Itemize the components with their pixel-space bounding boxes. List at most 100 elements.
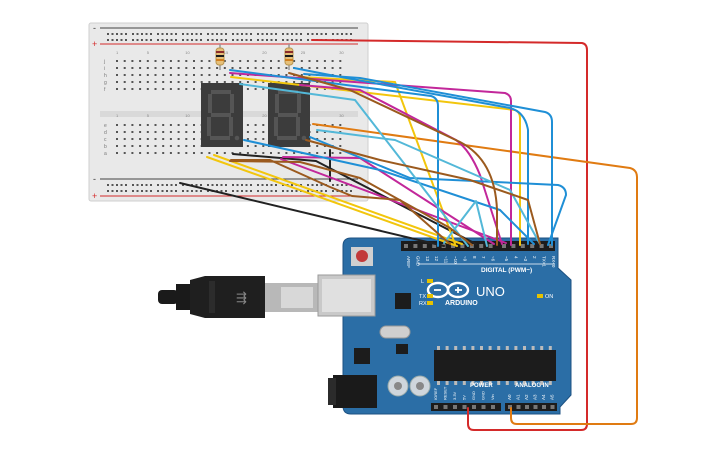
analog-pin-hole[interactable] [516, 405, 521, 409]
wire-black-1[interactable] [179, 182, 445, 247]
terminal-hole [193, 74, 195, 76]
digital-pin-hole[interactable] [479, 244, 484, 248]
power-pin-hole[interactable] [443, 405, 448, 409]
analog-pin-hole[interactable] [550, 405, 555, 409]
terminal-hole [270, 60, 272, 62]
digital-pin-hole[interactable] [502, 244, 506, 248]
chip-pin [548, 381, 552, 385]
digital-pin-hole[interactable] [488, 244, 493, 248]
analog-pin-hole[interactable] [542, 405, 546, 409]
power-pin-hole[interactable] [453, 405, 457, 409]
wire-orange-gnd[interactable] [312, 123, 638, 425]
terminal-hole [139, 138, 142, 140]
rail-hole [200, 190, 202, 192]
resistor-1[interactable] [215, 44, 225, 70]
terminal-hole [131, 81, 134, 83]
wire-blue-4[interactable] [309, 136, 567, 246]
terminal-hole [216, 81, 219, 83]
terminal-hole [193, 131, 195, 133]
digital-pin-hole[interactable] [549, 244, 553, 248]
rail-hole [191, 33, 193, 35]
rail-hole [220, 39, 223, 41]
rail-hole [275, 184, 277, 186]
digital-pin-hole[interactable] [511, 244, 516, 248]
wire-yellow-2[interactable] [213, 154, 463, 245]
rail-hole [236, 39, 239, 41]
analog-pin-hole[interactable] [525, 405, 529, 409]
wire-yellow-4[interactable] [298, 76, 456, 245]
digital-pin-hole[interactable] [539, 244, 544, 248]
terminal-hole [239, 74, 242, 76]
resistor-2[interactable] [284, 44, 294, 70]
rail-hole [207, 33, 209, 35]
digital-pin-label: 12 [434, 256, 439, 262]
wire-brown-1[interactable] [229, 160, 473, 246]
wire-blue-1[interactable] [229, 69, 439, 247]
wire-brown-3[interactable] [288, 72, 498, 246]
chip-pin [505, 381, 509, 385]
wire-brown-2[interactable] [305, 139, 541, 245]
rail-hole [207, 190, 209, 192]
digital-pin-hole[interactable] [460, 244, 465, 248]
digital-pin-hole[interactable] [451, 244, 455, 248]
column-number: 10 [185, 113, 190, 118]
wire-red-5v[interactable] [311, 39, 588, 431]
digital-pin-hole[interactable] [413, 244, 418, 248]
digital-pin-hole[interactable] [432, 244, 437, 248]
wire-blue-2[interactable] [293, 67, 529, 245]
analog-pin-hole[interactable] [533, 405, 538, 409]
rail-hole [316, 184, 318, 186]
wire-pink-1[interactable] [229, 72, 512, 246]
wire-blue-5[interactable] [243, 139, 535, 245]
digital-pin-label: ~9 [462, 256, 467, 262]
rail-hole [245, 39, 248, 41]
wire-yellow-1[interactable] [206, 156, 458, 247]
digital-pin-hole[interactable] [469, 244, 474, 248]
terminal-hole [308, 67, 311, 69]
digital-pin-hole[interactable] [422, 244, 427, 248]
terminal-hole [339, 67, 342, 69]
usb-cable[interactable]: ⇶ [158, 276, 320, 318]
analog-pin-hole[interactable] [508, 405, 512, 409]
column-number: 25 [301, 50, 306, 55]
wire-black-2[interactable] [232, 153, 477, 245]
terminal-hole [254, 124, 257, 126]
rail-hole [132, 184, 134, 186]
terminal-hole [231, 74, 234, 76]
rail-hole [341, 33, 343, 35]
terminal-hole [231, 152, 234, 154]
rail-hole [170, 184, 173, 186]
wire-cyan-3[interactable] [443, 200, 488, 247]
digital-pin-hole[interactable] [520, 244, 525, 248]
power-pin-hole[interactable] [481, 405, 486, 409]
digital-pin-label: 7 [481, 256, 486, 259]
terminal-hole [277, 60, 280, 62]
wire-cyan-1[interactable] [239, 83, 469, 247]
power-pin-hole[interactable] [491, 405, 495, 409]
rail-hole [270, 33, 273, 35]
reset-button[interactable] [356, 250, 368, 262]
seven-segment-display-1[interactable]: 8. [0, 0, 243, 147]
wire-brown-4[interactable] [230, 159, 451, 245]
rail-hole [320, 33, 323, 35]
digital-pin-hole[interactable] [530, 244, 535, 248]
terminal-hole [308, 60, 311, 62]
rail-hole [141, 39, 143, 41]
led-tx [427, 294, 433, 298]
rail-hole [120, 33, 123, 35]
power-pin-hole[interactable] [462, 405, 467, 409]
terminal-hole [246, 81, 249, 83]
wire-cyan-2[interactable] [316, 129, 541, 245]
terminal-hole [131, 60, 134, 62]
power-pin-hole[interactable] [472, 405, 476, 409]
power-pin-hole[interactable] [434, 405, 438, 409]
terminal-hole [246, 88, 249, 90]
terminal-hole [254, 67, 257, 69]
wire-blue-3[interactable] [303, 73, 553, 246]
terminal-hole [177, 60, 180, 62]
rail-hole [207, 39, 209, 41]
digital-pin-hole[interactable] [404, 244, 408, 248]
terminal-hole [285, 74, 288, 76]
wire-pink-4[interactable] [280, 158, 507, 244]
